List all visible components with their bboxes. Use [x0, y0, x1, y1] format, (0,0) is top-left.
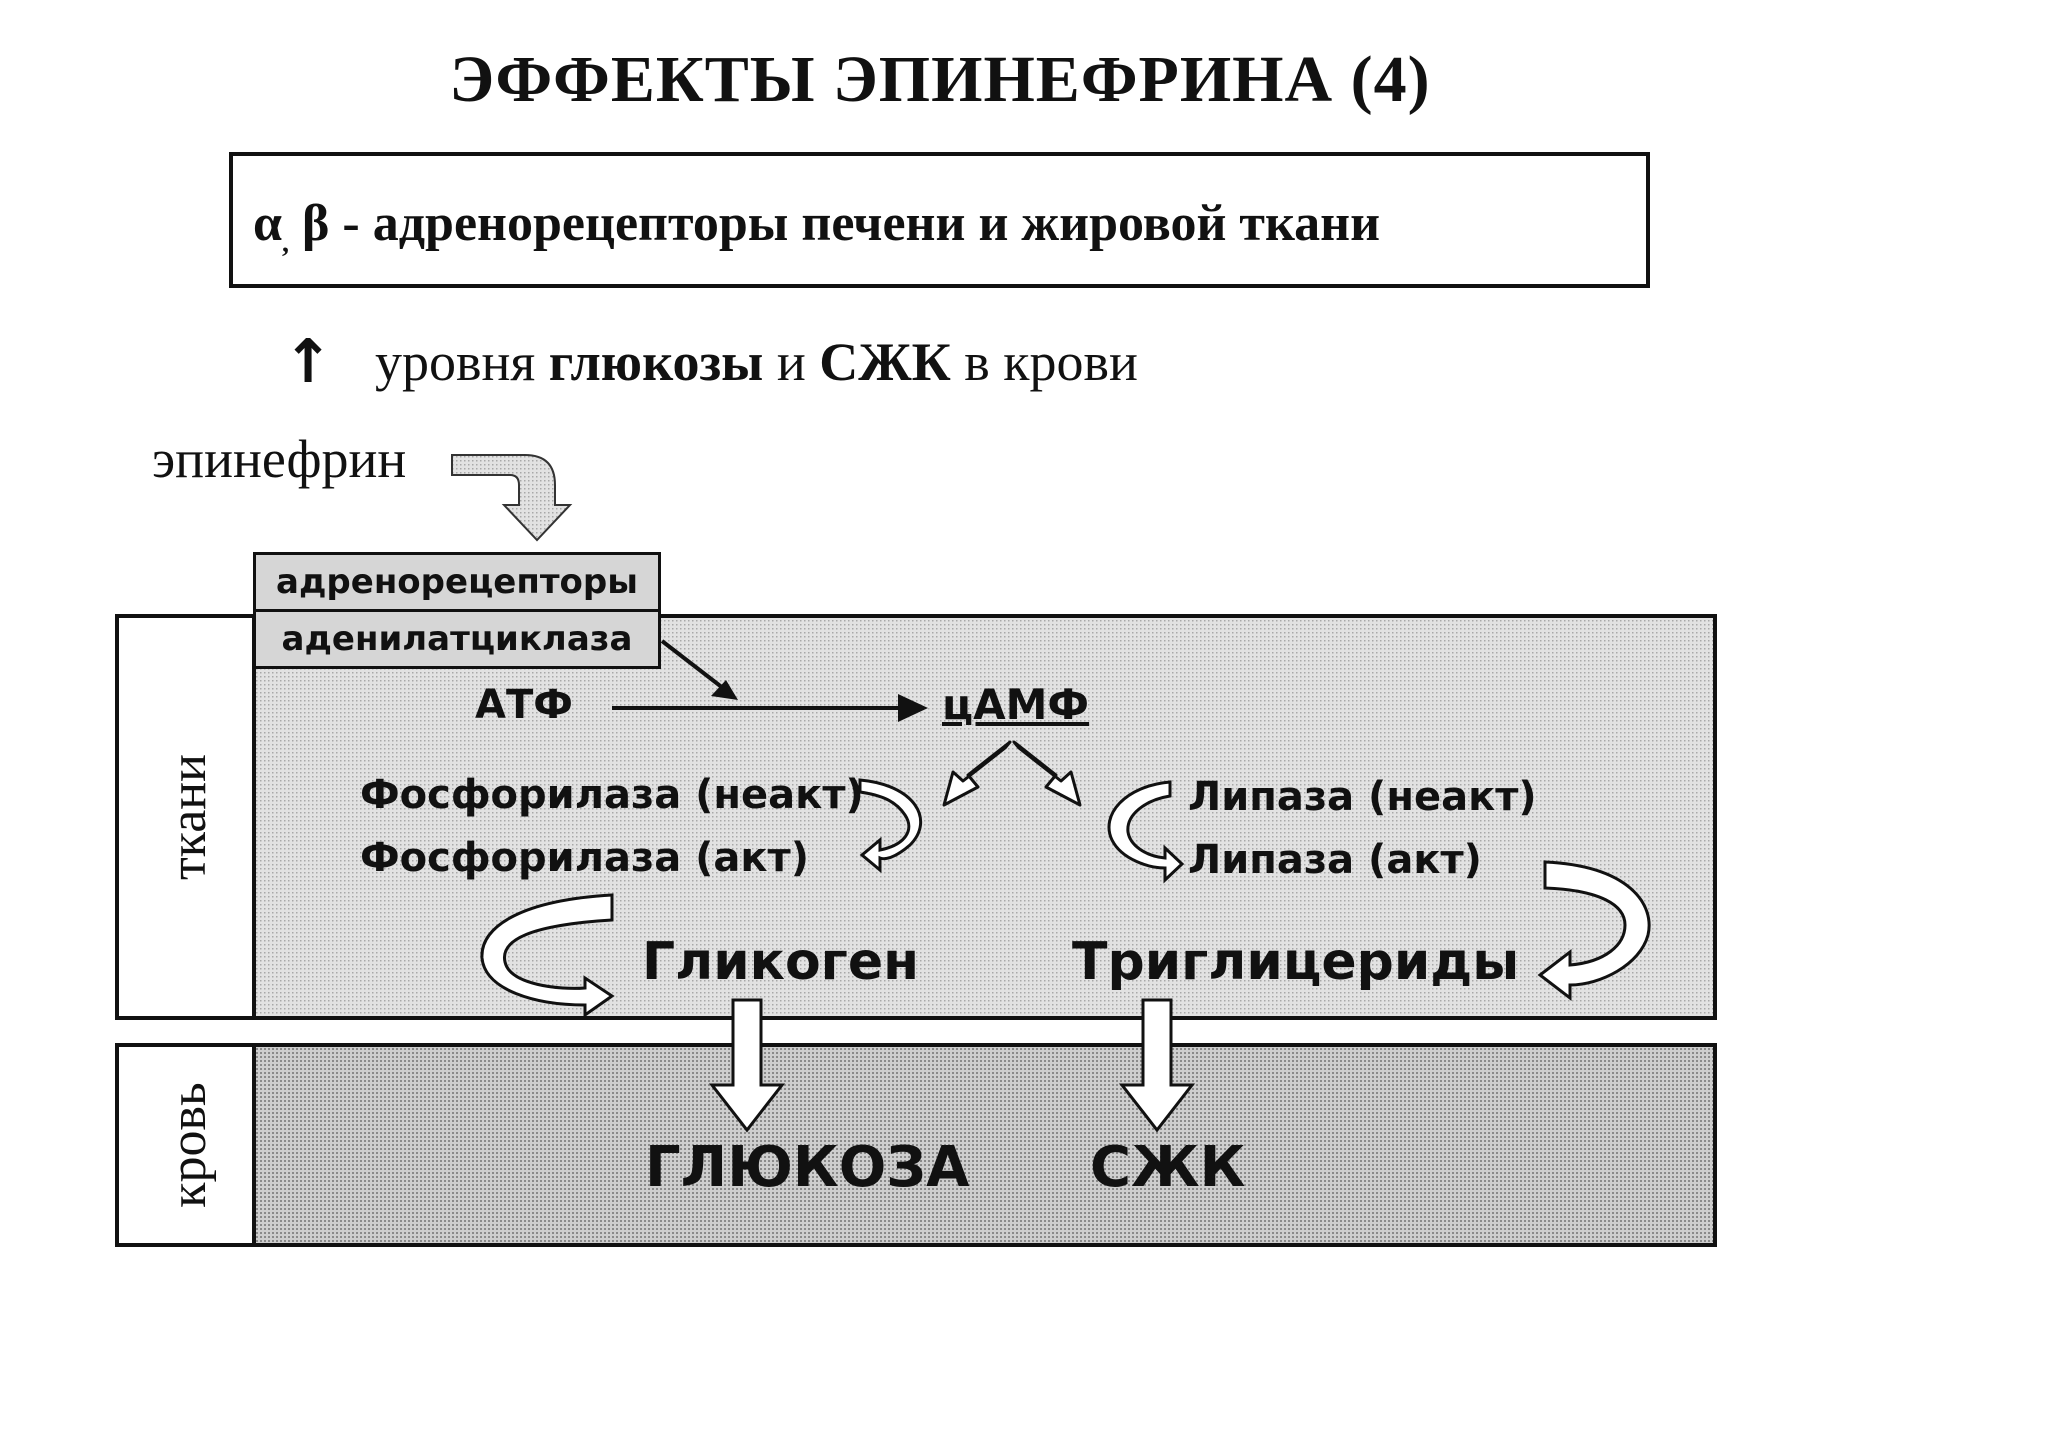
ffa-label: СЖК — [1090, 1135, 1246, 1200]
glycogen-label: Гликоген — [642, 932, 920, 992]
blood-compartment — [115, 1043, 1717, 1247]
glucose-label: ГЛЮКОЗА — [645, 1135, 970, 1200]
subscript-comma: , — [282, 227, 290, 259]
effect-text-3: в крови — [950, 332, 1138, 392]
phosphorylase-to-glycogen-arrow — [480, 893, 615, 1018]
camp-left-arrow — [942, 740, 1012, 807]
receptor-statement: α, β - адренорецепторы печени и жировой … — [253, 194, 1380, 259]
lipase-active-label: Липаза (акт) — [1188, 837, 1482, 883]
adenylate-cyclase-label: аденилатциклаза — [253, 609, 661, 669]
epinephrine-arrow — [451, 454, 573, 542]
tissues-label: ткани — [160, 754, 217, 880]
phosphorylase-active-label: Фосфорилаза (акт) — [360, 835, 810, 881]
cyclase-arrowhead — [711, 680, 738, 700]
epinephrine-label: эпинефрин — [152, 429, 407, 489]
alpha-symbol: α — [253, 195, 283, 252]
effect-glucose: глюкозы — [548, 332, 764, 392]
phosphorylase-inactive-label: Фосфорилаза (неакт) — [360, 772, 864, 818]
lipase-inactive-label: Липаза (неакт) — [1188, 774, 1537, 820]
page-title: ЭФФЕКТЫ ЭПИНЕФРИНА (4) — [449, 43, 1431, 116]
effect-ffa: СЖК — [819, 332, 951, 392]
phosphorylase-activation-arrow — [858, 778, 922, 874]
glycogen-to-glucose-arrow — [708, 998, 786, 1133]
lipase-activation-arrow — [1107, 780, 1185, 884]
effect-text-1: уровня — [375, 332, 549, 392]
effect-text-2: и — [763, 332, 820, 392]
receptor-box: α, β - адренорецепторы печени и жировой … — [229, 152, 1650, 288]
receptor-text: β - адренорецепторы печени и жировой тка… — [289, 195, 1381, 252]
camp-label: цАМФ — [942, 680, 1090, 729]
adrenoreceptors-label: адренорецепторы — [253, 552, 661, 612]
atp-label: АТФ — [475, 682, 573, 728]
blood-label: кровь — [160, 1082, 217, 1208]
blood-label-column — [115, 1043, 256, 1247]
triglycerides-label: Триглицериды — [1072, 932, 1520, 992]
cyclase-activation-line — [660, 639, 734, 697]
camp-right-arrow — [1012, 740, 1082, 807]
atp-camp-arrowhead — [898, 694, 928, 722]
tissue-label-column — [115, 614, 256, 1020]
lipase-to-triglycerides-arrow — [1537, 860, 1651, 1002]
triglycerides-to-ffa-arrow — [1118, 998, 1196, 1133]
